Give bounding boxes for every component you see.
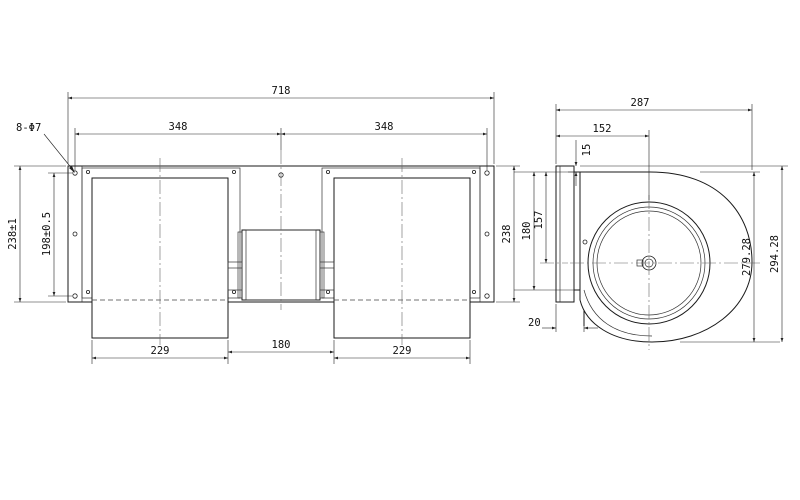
- dim-label-180-gap: 180: [272, 339, 291, 351]
- dim-height-right: 238: [496, 165, 520, 303]
- dim-side-width: 287: [555, 97, 753, 170]
- dim-outlet-inner: 157: [533, 172, 548, 263]
- dim-label-229-left: 229: [151, 345, 170, 357]
- scroll-housing: [579, 171, 753, 343]
- dim-label-279-28: 279.28: [741, 238, 753, 276]
- dim-label-238-right: 238: [501, 225, 513, 244]
- dim-half-widths: 348 348: [74, 121, 488, 170]
- dim-label-229-right: 229: [393, 345, 412, 357]
- dim-total-height: 294.28: [580, 165, 788, 342]
- hole-callout: 8-Φ7: [16, 122, 75, 173]
- dim-label-20: 20: [528, 317, 541, 329]
- dim-scroll-height: 279.28: [680, 171, 780, 343]
- mounting-holes: [72, 169, 490, 299]
- dim-label-180: 180: [521, 222, 533, 241]
- hole-callout-label: 8-Φ7: [16, 122, 41, 134]
- dim-label-198-tol: 198±0.5: [41, 212, 53, 256]
- dim-label-718: 718: [272, 85, 291, 97]
- front-view: 718 348 348 8-Φ7 238±1: [7, 85, 520, 364]
- dim-label-348-left: 348: [169, 121, 188, 133]
- dim-center-offset: 152: [556, 123, 650, 200]
- dim-height-outer: 238±1: [7, 165, 66, 303]
- outlet-flange: [555, 165, 575, 303]
- dim-overall-width: 718: [67, 85, 495, 164]
- dim-label-152: 152: [593, 123, 612, 135]
- dim-label-348-right: 348: [375, 121, 394, 133]
- dim-bottom-offset: 20: [528, 304, 598, 332]
- dim-label-294-28: 294.28: [769, 235, 781, 273]
- dim-label-287: 287: [631, 97, 650, 109]
- dim-label-15: 15: [581, 144, 593, 157]
- dim-bottom-widths: 229 180 229: [91, 339, 471, 364]
- dim-height-inner: 198±0.5: [41, 172, 72, 297]
- dim-label-238-tol: 238±1: [7, 218, 19, 250]
- side-view: 287 152 15 180 157: [514, 97, 788, 350]
- dim-label-157: 157: [533, 211, 545, 230]
